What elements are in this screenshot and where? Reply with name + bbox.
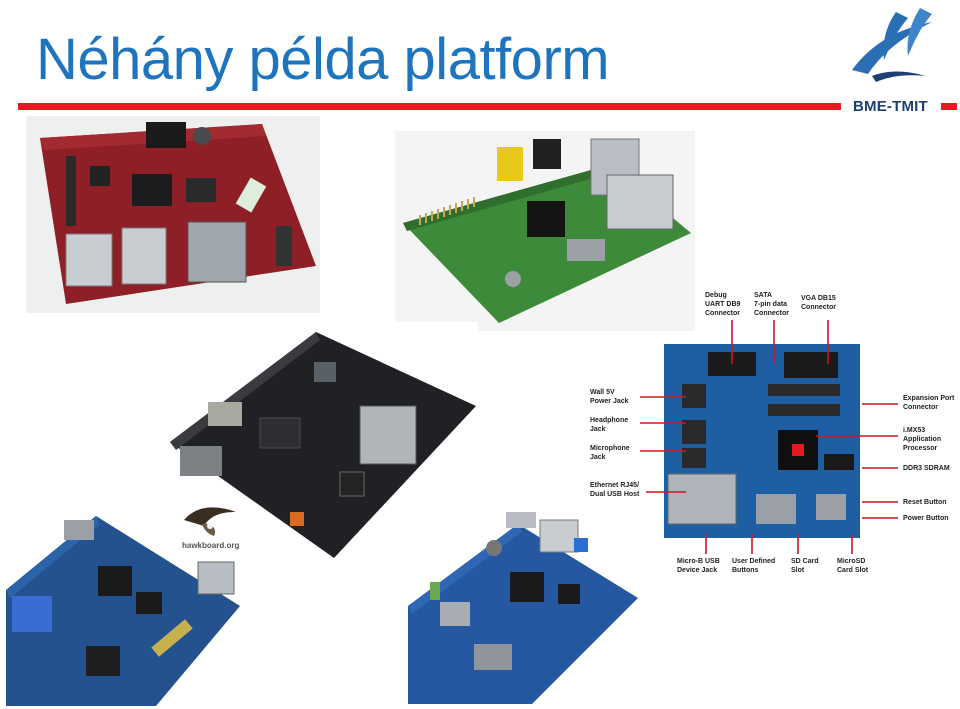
callout-vga: VGA DB15 Connector [801,295,836,311]
imx53-board-photo [664,344,860,538]
callout-wall-power: Wall 5V Power Jack [590,389,629,405]
beagleboard-photo [26,116,320,313]
callout-power: Power Button [903,515,949,522]
title-underline-end [941,103,957,110]
blue-board-image [0,496,246,709]
raspberry-pi-photo [395,131,695,331]
arm-board-photo [402,504,642,709]
callout-sata: SATA 7-pin data Connector [754,292,789,317]
title-underline [18,103,841,110]
imx53-callout-lines [640,320,898,554]
hawk-icon [184,507,236,536]
hawkboard-photo [0,496,246,709]
callout-microphone: Microphone Jack [590,445,630,461]
callout-microsd: MicroSD Card Slot [837,558,869,574]
callout-micro-b: Micro-B USB Device Jack [677,558,720,574]
callout-imx53: i.MX53 Application Processor [903,427,942,452]
hawkboard-logo-text: hawkboard.org [182,541,240,550]
callout-ethernet: Ethernet RJ45/ Dual USB Host [590,482,640,498]
bme-logo-icon [852,8,932,82]
callout-sd-card: SD Card Slot [791,558,819,574]
green-board-image [395,131,695,331]
callout-expansion: Expansion Port Connector [903,395,955,411]
slide-title: Néhány példa platform [36,27,610,92]
red-board-image [26,116,320,313]
brand-label: BME-TMIT [853,98,928,115]
imx53-board-image [664,344,860,538]
callout-user-buttons: User Defined Buttons [732,558,776,574]
bme-logo [848,4,938,86]
callout-reset: Reset Button [903,499,947,506]
callout-headphone: Headphone Jack [590,417,629,433]
callout-debug: Debug UART DB9 Connector [705,292,741,317]
callout-ddr3: DDR3 SDRAM [903,465,950,472]
blue-arm-board-image [402,504,642,709]
hawk-logo [180,498,240,552]
